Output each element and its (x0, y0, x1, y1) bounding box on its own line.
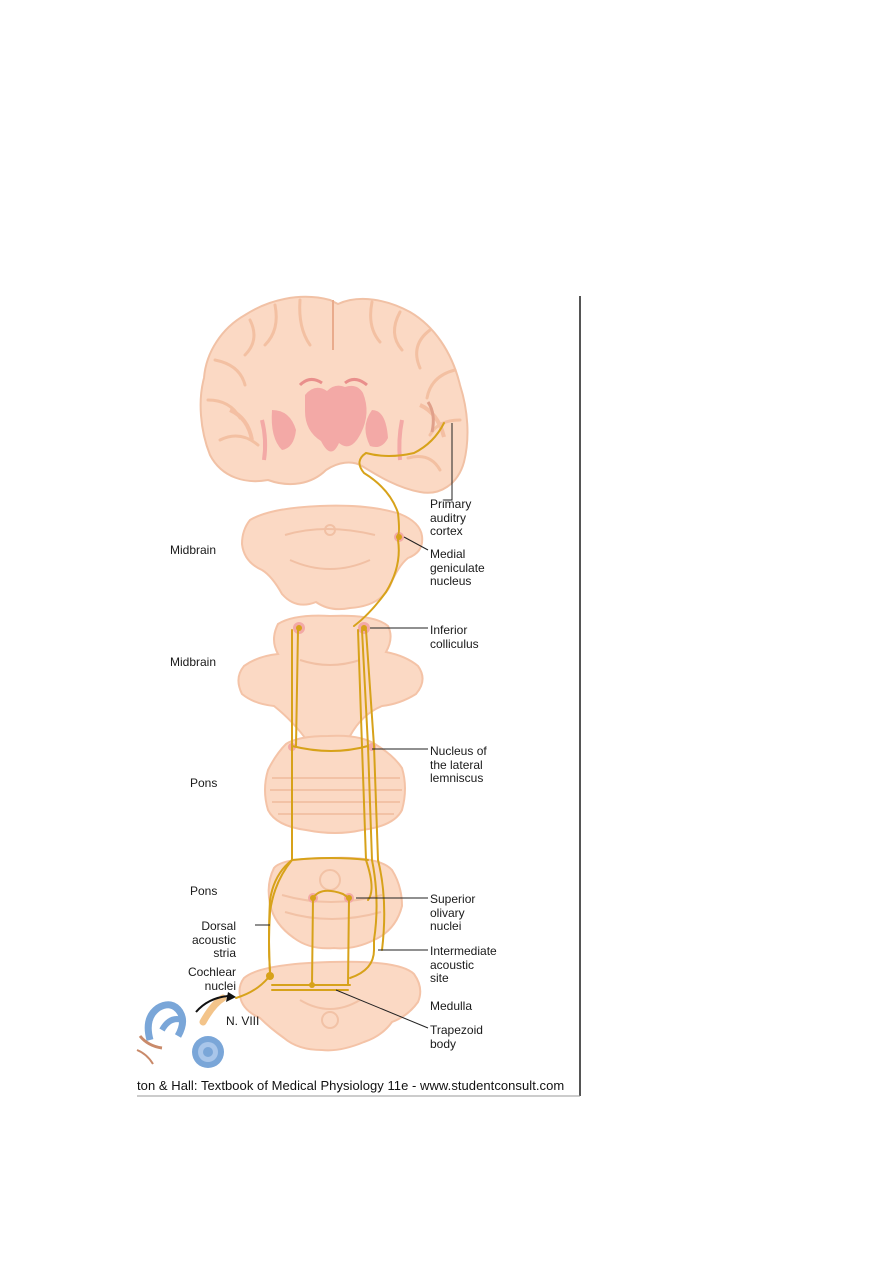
medulla-section (238, 960, 422, 1052)
thalamus (305, 385, 367, 452)
n-viii-arrow (195, 995, 229, 1013)
midbrain-lower-section (237, 614, 424, 747)
caudate-left (271, 410, 296, 450)
label-pons-upper: Pons (190, 776, 218, 790)
label-midbrain-upper: Midbrain (170, 543, 217, 557)
leader-lines (255, 423, 453, 1029)
auditory-pathway (235, 422, 445, 999)
figure-caption: ton & Hall: Textbook of Medical Physiolo… (137, 1078, 565, 1093)
label-medulla: Medulla (430, 999, 473, 1013)
midbrain-upper-section (240, 504, 424, 611)
label-intermediate-acoustic-site: Intermediate acoustic site (430, 944, 497, 985)
n-viii-arrowhead (226, 992, 236, 1002)
label-primary-auditory-cortex: Primary auditry cortex (430, 497, 472, 538)
label-superior-olivary-nuclei: Superior olivary nuclei (430, 892, 476, 933)
cerebrum-section (199, 295, 469, 494)
label-midbrain-lower: Midbrain (170, 655, 217, 669)
label-cochlear-nuclei: Cochlear nuclei (187, 965, 236, 993)
pons-lower-section (267, 856, 404, 950)
label-dorsal-acoustic-stria: Dorsal acoustic stria (191, 919, 236, 960)
inner-ear-icon (136, 994, 227, 1068)
label-nerve-viii: N. VIII (226, 1014, 260, 1028)
label-medial-geniculate-nucleus: Medial geniculate nucleus (430, 547, 485, 588)
pathway-nuclei (266, 534, 402, 988)
label-inferior-colliculus: Inferior colliculus (430, 623, 479, 651)
label-nucleus-lateral-lemniscus: Nucleus of the lateral lemniscus (430, 744, 487, 785)
label-pons-lower: Pons (190, 884, 218, 898)
label-trapezoid-body: Trapezoid body (430, 1023, 483, 1051)
caudate-right (365, 410, 388, 447)
